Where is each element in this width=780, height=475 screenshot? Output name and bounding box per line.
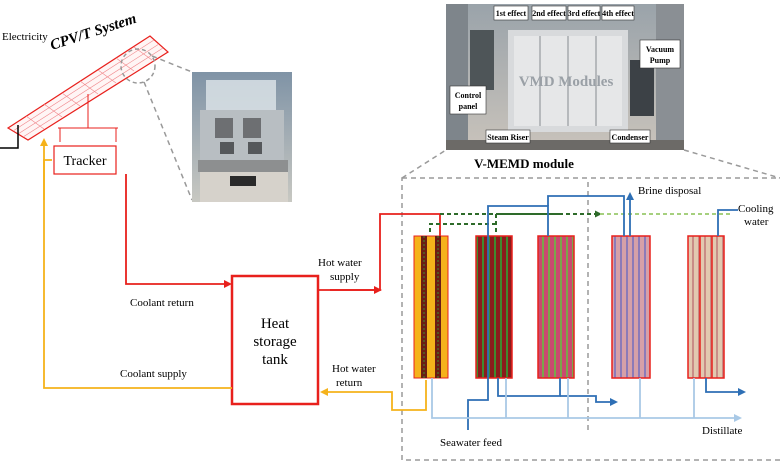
effect2-label: 2nd effect (532, 9, 566, 18)
vacuum-pump-label-1: Vacuum (646, 45, 674, 54)
hot-water-return-label-2: return (336, 377, 363, 389)
effect1-label: 1st effect (496, 9, 527, 18)
hot-water-supply-label-2: supply (330, 271, 360, 283)
cooling-water-out (705, 378, 746, 396)
vacuum-pump-tag (639, 39, 681, 69)
hot-water-supply-label-1: Hot water (318, 257, 362, 269)
vmemd-module-title: V-MEMD module (474, 156, 574, 171)
seawater-feed-label: Seawater feed (440, 437, 502, 449)
zoom-leader-top (151, 55, 193, 73)
electricity-label: Electricity (2, 31, 48, 43)
tank-label-2: storage (253, 334, 297, 350)
module-stack-1 (413, 235, 449, 379)
condenser-tag (609, 129, 651, 144)
module-stack-5 (687, 235, 725, 379)
zoom-circle (120, 48, 156, 84)
coolant-supply-line (43, 159, 232, 389)
steam-riser-label: Steam Riser (487, 133, 529, 142)
effect2-tag (531, 5, 567, 21)
cooling-water-label-1: Cooling (738, 203, 774, 215)
vacuum-pump-label-2: Pump (650, 56, 671, 65)
effect1-tag (493, 5, 529, 21)
effect3-tag (567, 5, 601, 21)
distillate-label: Distillate (702, 425, 742, 437)
heat-storage-tank (230, 274, 320, 406)
coolant-return-label: Coolant return (130, 297, 194, 309)
tracker-box (53, 145, 117, 175)
cpvt-receiver-photo (192, 72, 292, 202)
module-stack-4 (611, 235, 651, 379)
hot-water-return-line (320, 380, 427, 411)
control-panel-tag (449, 85, 487, 115)
enclosure-leader-left (401, 149, 447, 179)
hot-water-return-label-1: Hot water (332, 363, 376, 375)
brine-disposal-label: Brine disposal (638, 185, 701, 197)
zoom-leader-bottom (143, 81, 193, 201)
seawater-distribution-line (547, 195, 625, 236)
cooling-water-label-2: water (744, 216, 769, 228)
effect3-label: 3rd effect (568, 9, 601, 18)
vmemd-enclosure (401, 177, 780, 461)
cpvt-title: CPV/T System (48, 11, 138, 54)
steam-line-2 (495, 213, 560, 232)
cpvt-panel (6, 35, 169, 142)
brine-transfer-1 (497, 378, 561, 397)
steam-line-1 (429, 223, 498, 232)
brine-transfer-2 (560, 395, 618, 406)
tank-label-1: Heat (261, 316, 290, 332)
enclosure-leader-right (683, 149, 780, 179)
effect4-tag (601, 5, 635, 21)
vmd-modules-label: VMD Modules (519, 74, 614, 90)
control-panel-label-1: Control (455, 91, 482, 100)
coolant-supply-label: Coolant supply (120, 368, 187, 380)
condenser-label: Condenser (612, 133, 649, 142)
electricity-wire (0, 125, 19, 149)
control-panel-label-2: panel (459, 102, 478, 111)
effect4-label: 4th effect (602, 9, 634, 18)
coolant-return-line (125, 174, 232, 288)
cooling-water-in (717, 209, 738, 236)
tank-label-3: tank (262, 352, 288, 368)
seawater-feed-line (467, 205, 549, 430)
steam-riser-tag (485, 129, 531, 144)
module-stack-2 (475, 235, 513, 379)
tracker-label: Tracker (63, 154, 106, 169)
module-stack-3 (537, 235, 575, 379)
distillate-line (431, 378, 742, 422)
